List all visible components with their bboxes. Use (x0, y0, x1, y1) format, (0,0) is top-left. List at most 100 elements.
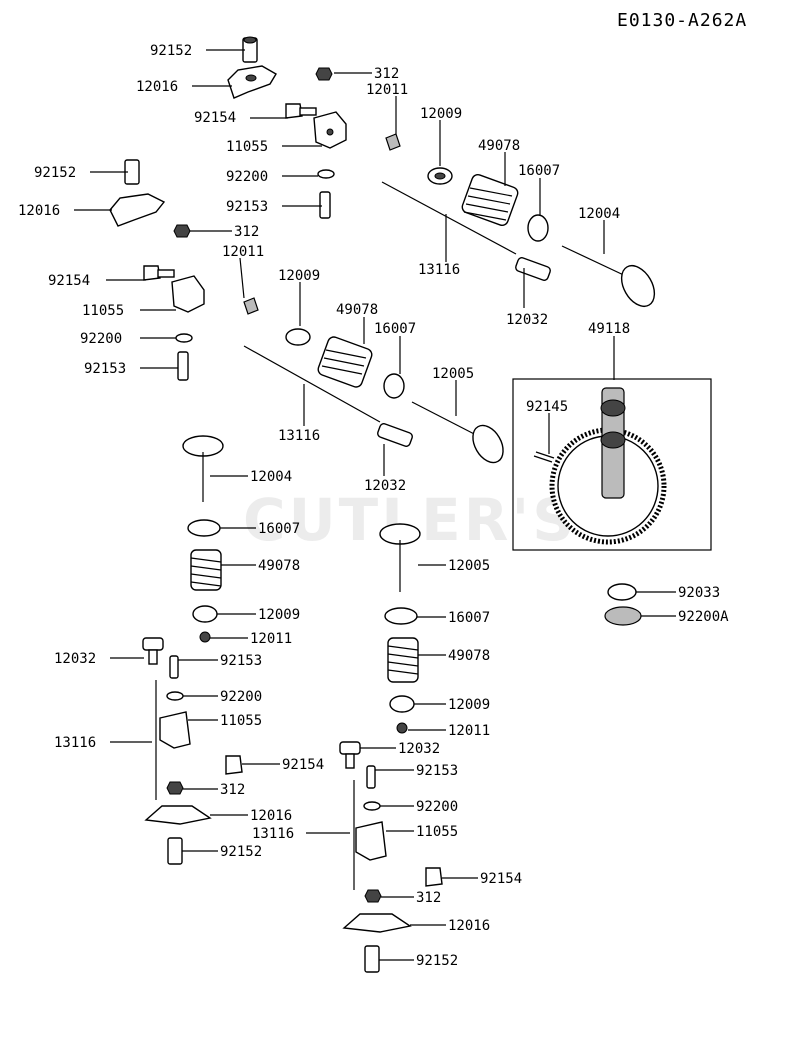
stud (177, 351, 189, 381)
label-12011: 12011 (448, 723, 490, 739)
valve-collet (199, 631, 211, 643)
spring-retainer (389, 695, 415, 713)
label-92154: 92154 (48, 273, 90, 289)
rocker-arm (144, 805, 212, 825)
label-12032: 12032 (364, 478, 406, 494)
label-92200: 92200 (80, 331, 122, 347)
label-12032: 12032 (506, 312, 548, 328)
label-92200: 92200 (226, 169, 268, 185)
label-11055: 11055 (82, 303, 124, 319)
label-312: 312 (416, 890, 441, 906)
valve-seal-ring (383, 373, 405, 399)
label-92153: 92153 (84, 361, 126, 377)
push-rod (243, 345, 381, 423)
guide-plate-hole (326, 128, 334, 136)
decompression-spring (533, 451, 555, 463)
guide-plate (355, 821, 387, 861)
label-92154: 92154 (194, 110, 236, 126)
label-92033: 92033 (678, 585, 720, 601)
label-13116: 13116 (252, 826, 294, 842)
label-312: 312 (234, 224, 259, 240)
label-13116: 13116 (54, 735, 96, 751)
bolt-head (285, 103, 303, 119)
label-49078: 49078 (478, 138, 520, 154)
label-92152: 92152 (416, 953, 458, 969)
label-16007: 16007 (374, 321, 416, 337)
label-16007: 16007 (518, 163, 560, 179)
washer (166, 691, 184, 701)
spring-retainer (192, 605, 218, 623)
label-12011: 12011 (366, 82, 408, 98)
tappet-body (148, 649, 158, 665)
label-312: 312 (220, 782, 245, 798)
label-12004: 12004 (250, 469, 292, 485)
washer (175, 333, 193, 343)
watermark: CUTLER'S (243, 486, 577, 554)
guide-plate (171, 275, 205, 313)
label-49078: 49078 (448, 648, 490, 664)
label-92153: 92153 (416, 763, 458, 779)
bolt-head (225, 755, 243, 775)
label-92154: 92154 (480, 871, 522, 887)
label-92200: 92200 (416, 799, 458, 815)
stud (169, 655, 179, 679)
part-number-labels: 92152 12016 312 12011 92154 12009 49078 … (18, 43, 729, 969)
label-49078: 49078 (258, 558, 300, 574)
bolt-head (425, 867, 443, 887)
label-12009: 12009 (448, 697, 490, 713)
label-12005: 12005 (432, 366, 474, 382)
label-13116: 13116 (418, 262, 460, 278)
label-49118: 49118 (588, 321, 630, 337)
rocker-pivot-sleeve (167, 837, 183, 865)
label-16007: 16007 (258, 521, 300, 537)
nut (315, 67, 333, 81)
tappet-body (345, 753, 355, 769)
camshaft-inset-box (512, 378, 712, 551)
valve-seal-ring (384, 607, 418, 625)
ring-92033 (607, 583, 637, 601)
valve-collet (396, 722, 408, 734)
label-12009: 12009 (258, 607, 300, 623)
rocker-pivot-sleeve (364, 945, 380, 973)
label-92154: 92154 (282, 757, 324, 773)
guide-plate (159, 711, 191, 749)
valve-spring (461, 173, 519, 227)
label-11055: 11055 (416, 824, 458, 840)
camshaft-assembly (533, 387, 667, 545)
label-12011: 12011 (222, 244, 264, 260)
washer (363, 801, 381, 811)
label-92153: 92153 (220, 653, 262, 669)
valve-train-right-column (339, 523, 443, 973)
label-312: 312 (374, 66, 399, 82)
label-92145: 92145 (526, 399, 568, 415)
intake-valve (411, 401, 504, 464)
valve-seal-ring (187, 519, 221, 537)
label-92152: 92152 (220, 844, 262, 860)
retainer-hole (434, 172, 446, 180)
bolt-head (143, 265, 161, 281)
label-92200A: 92200A (678, 609, 729, 625)
nut (364, 889, 382, 903)
diagram-code: E0130-A262A (617, 10, 747, 31)
stud (319, 191, 331, 219)
valve-train-left-column (142, 435, 243, 865)
bolt-shank (299, 107, 317, 116)
label-92200: 92200 (220, 689, 262, 705)
valve-collet (243, 297, 259, 315)
valve-spring (387, 637, 419, 683)
label-12004: 12004 (578, 206, 620, 222)
label-12016: 12016 (250, 808, 292, 824)
rocker-arm (342, 913, 412, 933)
label-12009: 12009 (420, 106, 462, 122)
spring-retainer (285, 328, 311, 346)
label-13116: 13116 (278, 428, 320, 444)
valve-seal-ring (527, 214, 549, 242)
label-12032: 12032 (398, 741, 440, 757)
exhaust-valve (561, 245, 656, 307)
label-92152: 92152 (150, 43, 192, 59)
tappet (515, 257, 551, 281)
bolt-shank (157, 269, 175, 278)
rocker-arm (227, 65, 277, 99)
push-rod (381, 181, 517, 255)
